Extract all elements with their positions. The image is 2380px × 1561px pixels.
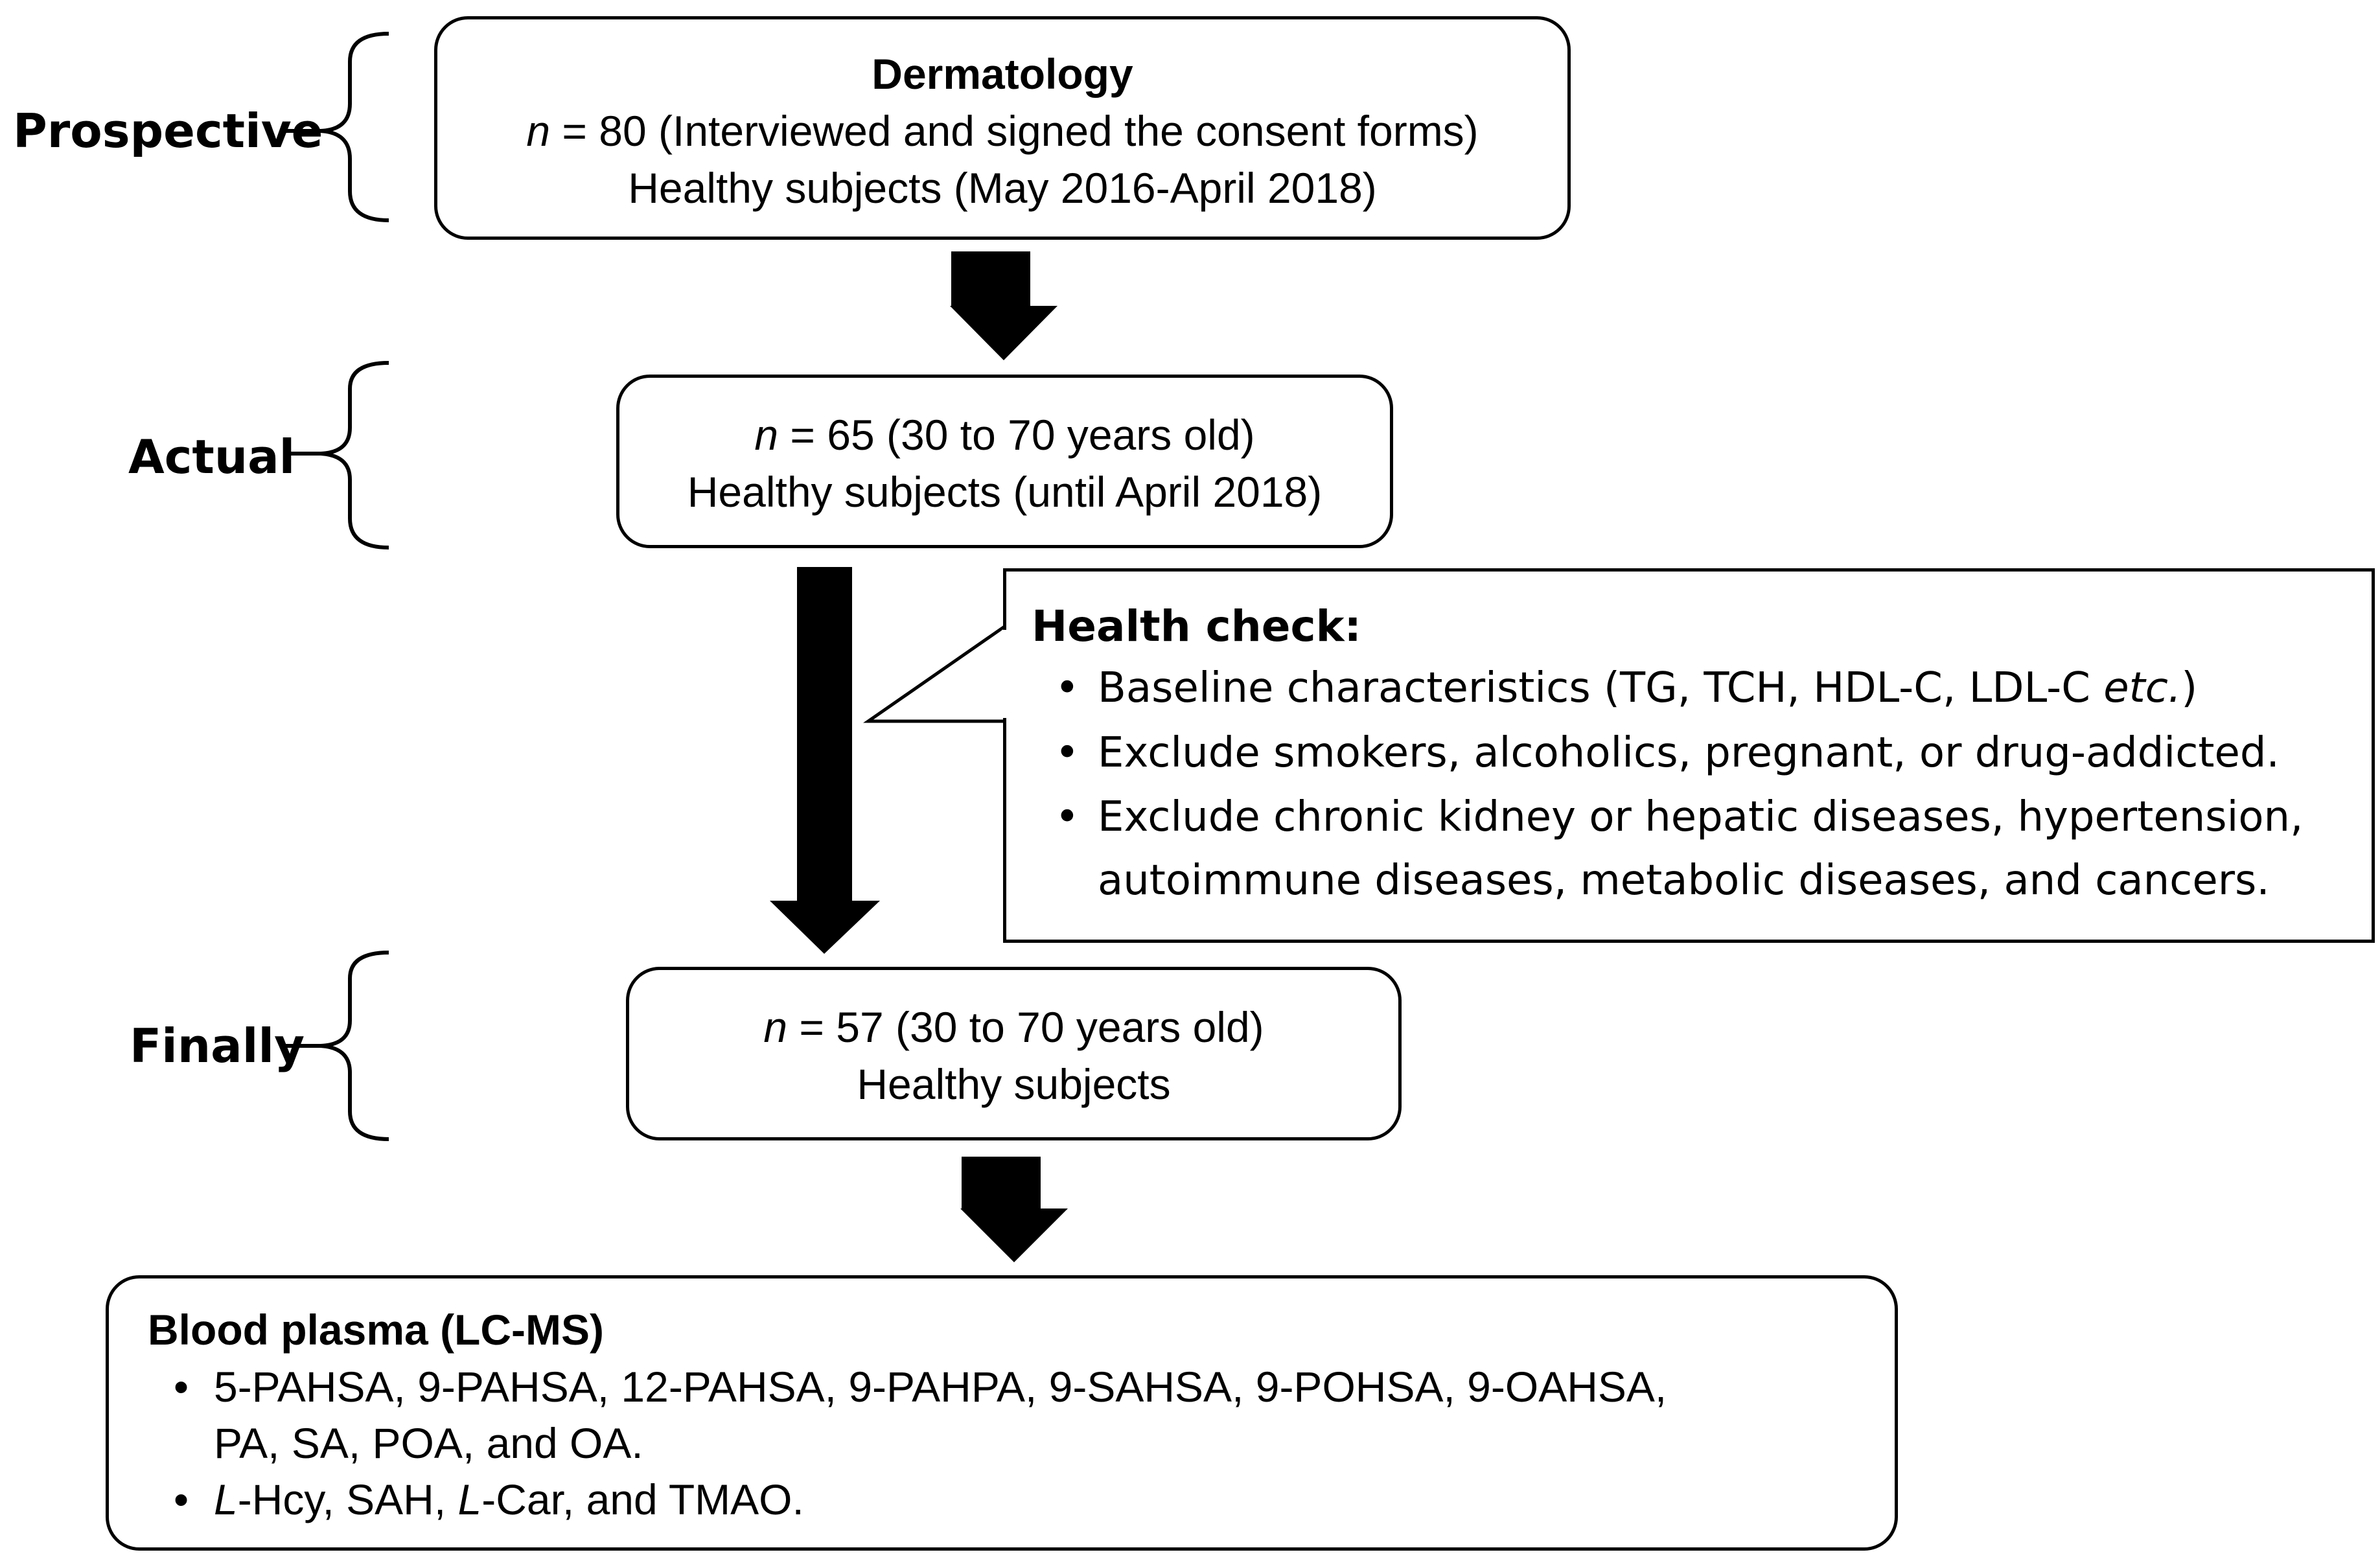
- finally-subjects-line: Healthy subjects: [857, 1060, 1171, 1108]
- blood-bullet-2: •: [174, 1471, 189, 1528]
- callout-pointer: [863, 622, 1008, 723]
- blood-plasma-title: Blood plasma (LC-MS): [148, 1306, 604, 1354]
- health-check-title: Health check:: [1032, 601, 1361, 651]
- health-check-item-3-line1: Exclude chronic kidney or hepatic diseas…: [1098, 793, 2304, 841]
- dermatology-n-line: n = 80 (Interviewed and signed the conse…: [437, 102, 1567, 159]
- paren-close: ): [2181, 664, 2198, 712]
- health-check-bullet-3: •: [1055, 793, 1080, 841]
- dermatology-box: Dermatology n = 80 (Interviewed and sign…: [434, 16, 1571, 240]
- actual-label: Actual: [128, 430, 295, 484]
- l-prefix: L: [214, 1475, 238, 1523]
- arrow-1: [950, 251, 1057, 360]
- actual-bracket: [285, 361, 389, 549]
- car-tmao-text: -Car, and TMAO.: [481, 1475, 804, 1523]
- health-check-box: [1003, 568, 2375, 943]
- actual-n-text: = 65 (30 to 70 years old): [778, 411, 1255, 459]
- hcy-sah-text: -Hcy, SAH,: [237, 1475, 458, 1523]
- bullet-dot: •: [174, 1363, 189, 1411]
- dermatology-title: Dermatology: [872, 50, 1133, 98]
- l-prefix: L: [457, 1475, 482, 1523]
- blood-item-1-line2: PA, SA, POA, and OA.: [214, 1419, 643, 1467]
- finally-label: Finally: [130, 1019, 305, 1073]
- finally-bracket: [285, 951, 389, 1141]
- actual-subjects-line: Healthy subjects (until April 2018): [687, 468, 1323, 516]
- etc-text: etc.: [2103, 664, 2182, 712]
- blood-item-2: L-Hcy, SAH, L-Car, and TMAO.: [214, 1471, 804, 1528]
- blood-bullet-1: •: [174, 1358, 189, 1415]
- bullet-dot: •: [1055, 664, 1080, 712]
- health-check-item-1: Baseline characteristics (TG, TCH, HDL-C…: [1098, 664, 2197, 712]
- health-check-bullet-2: •: [1055, 729, 1080, 777]
- n-symbol: n: [754, 411, 779, 459]
- baseline-text: Baseline characteristics (TG, TCH, HDL-C…: [1098, 664, 2104, 712]
- dermatology-subjects-line: Healthy subjects (May 2016-April 2018): [628, 164, 1377, 212]
- dermatology-n-text: = 80 (Interviewed and signed the consent…: [550, 107, 1479, 155]
- finally-n-text: = 57 (30 to 70 years old): [787, 1003, 1264, 1051]
- health-check-bullet-1: •: [1055, 664, 1080, 712]
- actual-n-line: n = 65 (30 to 70 years old): [619, 406, 1390, 463]
- blood-plasma-box: [106, 1275, 1898, 1551]
- arrow-3: [960, 1157, 1068, 1262]
- actual-box: n = 65 (30 to 70 years old) Healthy subj…: [616, 375, 1393, 548]
- n-symbol: n: [526, 107, 551, 155]
- finally-n-line: n = 57 (30 to 70 years old): [629, 999, 1398, 1056]
- callout-seam: [1002, 630, 1010, 718]
- n-symbol: n: [763, 1003, 788, 1051]
- bullet-dot: •: [1055, 793, 1080, 841]
- bullet-dot: •: [1055, 729, 1080, 777]
- health-check-item-3-line2: autoimmune diseases, metabolic diseases,…: [1098, 857, 2270, 905]
- prospective-label: Prospective: [13, 104, 323, 158]
- finally-box: n = 57 (30 to 70 years old) Healthy subj…: [626, 967, 1402, 1140]
- arrow-2: [770, 567, 880, 954]
- blood-item-1-line1: 5-PAHSA, 9-PAHSA, 12-PAHSA, 9-PAHPA, 9-S…: [214, 1363, 1667, 1411]
- bullet-dot: •: [174, 1475, 189, 1523]
- prospective-bracket: [285, 32, 389, 222]
- health-check-item-2: Exclude smokers, alcoholics, pregnant, o…: [1098, 729, 2280, 777]
